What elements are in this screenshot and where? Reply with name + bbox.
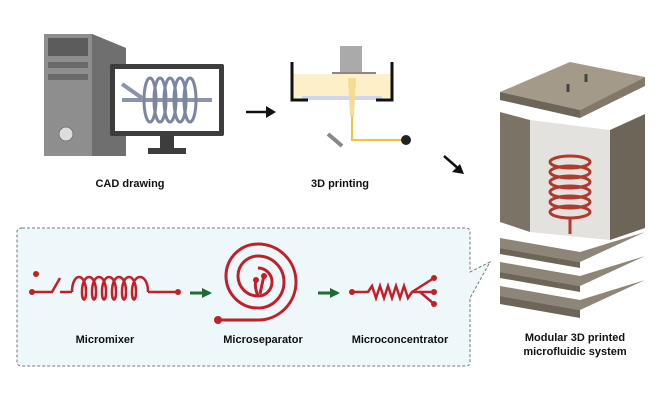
micromixer-label: Micromixer <box>75 334 135 346</box>
micromixer-icon <box>29 271 181 301</box>
microseparator-icon <box>214 242 298 324</box>
arrow-right-icon <box>246 106 276 118</box>
cad-drawing-label: CAD drawing <box>95 178 165 190</box>
arrow-diagonal-icon <box>443 155 464 174</box>
modular-device-icon <box>500 62 645 318</box>
sla-printer-icon <box>290 46 411 148</box>
microconcentrator-label: Microconcentrator <box>351 334 449 346</box>
flow-arrow-2-icon <box>318 288 340 298</box>
flow-arrow-1-icon <box>190 288 212 298</box>
microconcentrator-icon <box>349 275 437 307</box>
system-label-line1: Modular 3D printed <box>524 332 626 344</box>
3d-printing-label: 3D printing <box>310 178 370 190</box>
microseparator-label: Microseparator <box>223 334 303 346</box>
monitor-icon <box>110 64 224 154</box>
system-label-line2: microfluidic system <box>523 346 627 358</box>
